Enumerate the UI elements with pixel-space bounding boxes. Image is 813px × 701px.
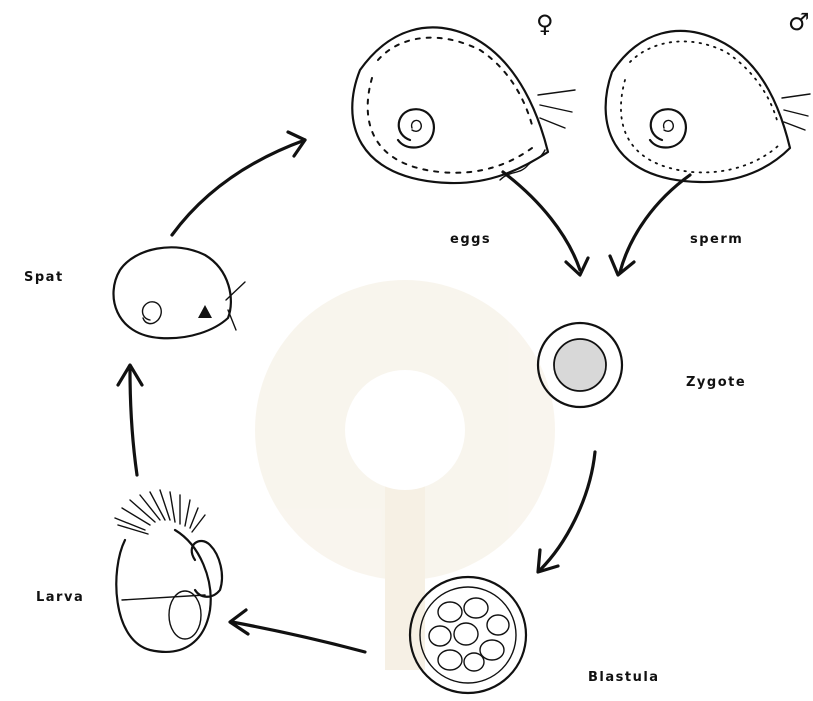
arrow-eggs xyxy=(503,172,580,270)
arrow-larva-to-spat xyxy=(130,370,137,475)
label-blastula: Blastula xyxy=(588,670,660,685)
female-adult-oyster xyxy=(352,27,575,183)
label-sperm: sperm xyxy=(690,232,743,247)
male-symbol: ♂ xyxy=(788,10,810,34)
label-eggs: eggs xyxy=(450,232,491,247)
label-zygote: Zygote xyxy=(686,375,746,390)
arrow-blastula-to-larva xyxy=(232,622,365,652)
label-larva: Larva xyxy=(36,590,84,605)
male-adult-oyster xyxy=(606,31,810,182)
larva xyxy=(115,490,222,652)
arrow-sperm xyxy=(620,175,690,272)
label-spat: Spat xyxy=(24,270,64,285)
spat-oyster xyxy=(113,247,245,338)
blastula-embryo xyxy=(410,577,526,693)
zygote-cell xyxy=(538,323,622,407)
arrow-spat-to-adults xyxy=(172,140,305,235)
female-symbol: ♀ xyxy=(536,12,554,36)
